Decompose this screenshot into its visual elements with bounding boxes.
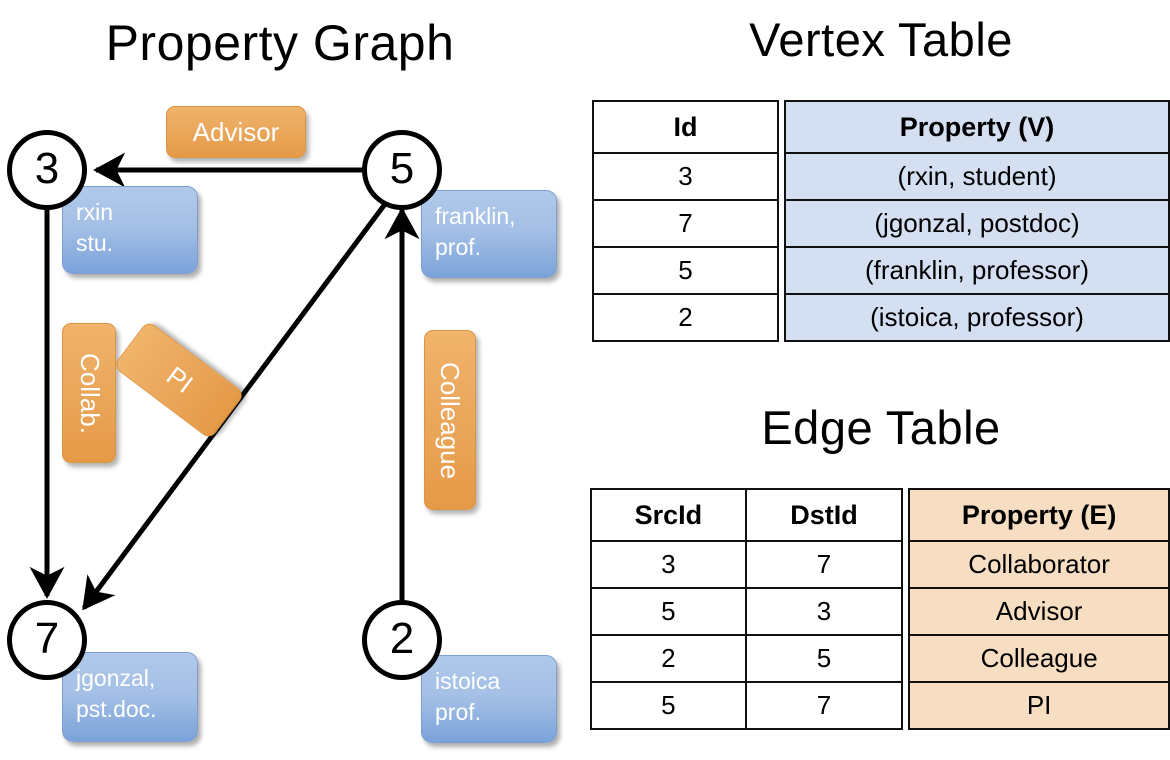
vertex-id-cell: 5 (591, 246, 780, 295)
edge-label-collab: Collab. (62, 323, 116, 463)
edge-dst-cell: 3 (744, 587, 904, 636)
vertex-property-cell: (jgonzal, postdoc) (784, 199, 1170, 248)
edge-table-property-column: Property (E) Collaborator Advisor Collea… (908, 488, 1170, 730)
vertex-table-header-id: Id (591, 100, 780, 154)
vertex-property-3-line1: rxin (76, 199, 114, 225)
vertex-property-3-line2: stu. (76, 230, 114, 256)
vertex-table-property-column: Property (V) (rxin, student) (jgonzal, p… (784, 100, 1170, 342)
page-title-edge-table: Edge Table (761, 401, 1001, 454)
vertex-property-7-line2: pst.doc. (76, 696, 157, 722)
table-row[interactable]: 2 5 (590, 634, 904, 683)
edge-src-cell: 3 (590, 540, 747, 589)
vertex-node-7-label: 7 (34, 614, 60, 663)
vertex-property-cell: (rxin, student) (784, 152, 1170, 201)
table-header-row: Property (V) (784, 100, 1170, 154)
table-row[interactable]: (rxin, student) (784, 152, 1170, 201)
table-row[interactable]: Colleague (908, 634, 1170, 683)
vertex-property-box-7: jgonzal, pst.doc. (62, 652, 198, 742)
edge-dst-cell: 5 (744, 634, 904, 683)
table-row[interactable]: PI (908, 681, 1170, 730)
edge-table-header-property: Property (E) (908, 488, 1170, 542)
table-row[interactable]: 7 (591, 199, 780, 248)
edge-src-cell: 5 (590, 587, 747, 636)
edge-dst-cell: 7 (744, 540, 904, 589)
edge-table-header-dstid: DstId (744, 488, 904, 542)
page-title-property-graph: Property Graph (105, 15, 455, 71)
table-header-row: Id (591, 100, 780, 154)
table-row[interactable]: 5 (591, 246, 780, 295)
vertex-property-5-line2: prof. (435, 234, 482, 260)
vertex-node-3[interactable]: 3 (7, 130, 87, 210)
page-title-vertex-table: Vertex Table (749, 13, 1013, 66)
edge-property-cell: Colleague (908, 634, 1170, 683)
table-header-row: Property (E) (908, 488, 1170, 542)
edge-dst-cell: 7 (744, 681, 904, 730)
table-row[interactable]: (jgonzal, postdoc) (784, 199, 1170, 248)
vertex-property-7-line1: jgonzal, (76, 665, 156, 691)
vertex-node-2-label: 2 (389, 614, 415, 663)
vertex-id-cell: 3 (591, 152, 780, 201)
vertex-id-cell: 7 (591, 199, 780, 248)
vertex-table: Id 3 7 5 2 Property (V) (rxin, student) … (591, 100, 1170, 342)
edge-label-colleague: Colleague (424, 330, 476, 510)
edge-table-src-dst-columns: SrcId DstId 3 7 5 3 2 5 5 7 (590, 488, 904, 730)
edge-label-advisor: Advisor (166, 106, 306, 158)
vertex-node-3-label: 3 (34, 144, 60, 193)
vertex-node-5-label: 5 (389, 144, 415, 193)
edge-table-header-srcid: SrcId (590, 488, 747, 542)
vertex-table-header-property: Property (V) (784, 100, 1170, 154)
vertex-property-2-line2: prof. (435, 699, 482, 725)
vertex-property-cell: (franklin, professor) (784, 246, 1170, 295)
vertex-node-2[interactable]: 2 (362, 600, 442, 680)
vertex-id-cell: 2 (591, 293, 780, 342)
table-row[interactable]: 3 (591, 152, 780, 201)
table-row[interactable]: (istoica, professor) (784, 293, 1170, 342)
table-row[interactable]: 5 3 (590, 587, 904, 636)
vertex-property-2-line1: istoica (435, 668, 501, 694)
table-header-row: SrcId DstId (590, 488, 904, 542)
edge-src-cell: 5 (590, 681, 747, 730)
vertex-node-5[interactable]: 5 (362, 130, 442, 210)
edge-property-cell: Advisor (908, 587, 1170, 636)
property-graph-panel: Property Graph 3 5 7 2 rxin stu. frankli… (7, 15, 557, 743)
vertex-node-7[interactable]: 7 (7, 600, 87, 680)
table-row[interactable]: Collaborator (908, 540, 1170, 589)
table-row[interactable]: Advisor (908, 587, 1170, 636)
vertex-property-box-3: rxin stu. (62, 186, 198, 274)
edge-property-cell: Collaborator (908, 540, 1170, 589)
table-row[interactable]: 5 7 (590, 681, 904, 730)
vertex-property-box-5: franklin, prof. (421, 190, 557, 278)
vertex-property-box-2: istoica prof. (421, 655, 557, 743)
vertex-table-id-column: Id 3 7 5 2 (591, 100, 780, 342)
edge-property-cell: PI (908, 681, 1170, 730)
vertex-property-cell: (istoica, professor) (784, 293, 1170, 342)
vertex-property-5-line1: franklin, (435, 203, 516, 229)
table-row[interactable]: 3 7 (590, 540, 904, 589)
edge-table: SrcId DstId 3 7 5 3 2 5 5 7 (590, 488, 1170, 730)
table-row[interactable]: 2 (591, 293, 780, 342)
edge-src-cell: 2 (590, 634, 747, 683)
table-row[interactable]: (franklin, professor) (784, 246, 1170, 295)
